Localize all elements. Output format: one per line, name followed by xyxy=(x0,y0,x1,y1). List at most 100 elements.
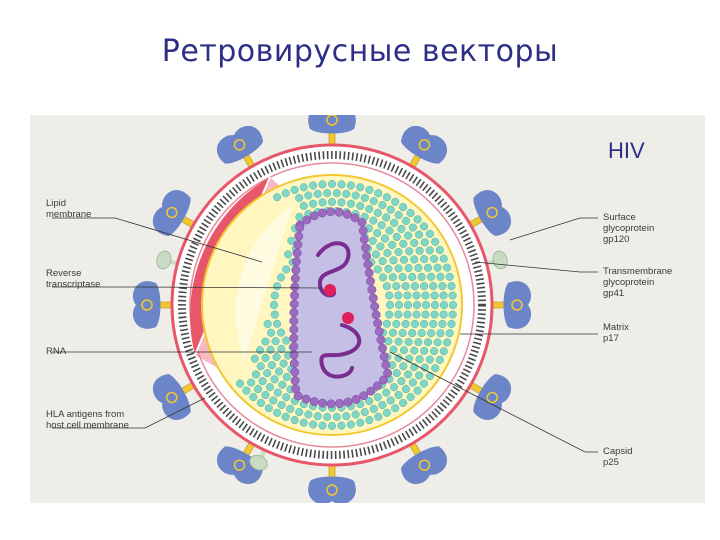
matrix-bead xyxy=(394,264,403,273)
gp120-head xyxy=(217,446,264,485)
matrix-bead xyxy=(365,416,374,425)
matrix-bead xyxy=(421,291,430,300)
matrix-bead xyxy=(399,255,409,264)
matrix-bead xyxy=(318,198,327,207)
matrix-bead xyxy=(439,291,448,300)
matrix-bead xyxy=(255,346,265,355)
capsid-bead xyxy=(301,394,311,404)
matrix-bead xyxy=(313,412,322,421)
matrix-bead xyxy=(412,310,421,319)
matrix-bead xyxy=(394,337,403,346)
matrix-bead xyxy=(276,273,286,282)
matrix-bead xyxy=(413,386,422,395)
matrix-bead xyxy=(405,247,414,256)
matrix-bead xyxy=(299,183,308,192)
capsid-bead xyxy=(351,394,361,404)
matrix-bead xyxy=(346,181,355,190)
matrix-bead xyxy=(346,420,355,429)
matrix-bead xyxy=(399,203,408,212)
matrix-bead xyxy=(261,390,270,400)
matrix-bead xyxy=(439,347,448,356)
capsid-bead xyxy=(295,223,305,233)
matrix-bead xyxy=(406,208,415,218)
matrix-bead xyxy=(385,310,394,319)
matrix-bead xyxy=(401,319,410,328)
matrix-bead xyxy=(271,337,280,346)
matrix-bead xyxy=(263,319,272,328)
capsid-bead xyxy=(361,243,370,253)
capsid-bead xyxy=(289,359,299,368)
capsid-bead xyxy=(376,335,386,345)
matrix-bead xyxy=(408,223,417,232)
capsid-bead xyxy=(290,274,300,283)
matrix-bead xyxy=(360,408,369,417)
matrix-bead xyxy=(415,371,424,380)
matrix-bead xyxy=(431,364,440,373)
label-capsid: Capsid p25 xyxy=(603,446,633,468)
glycan-loop xyxy=(418,459,431,471)
matrix-bead xyxy=(273,388,282,397)
matrix-bead xyxy=(282,336,291,345)
label-reverse-transcriptase: Reverse transcriptase xyxy=(46,268,101,290)
matrix-bead xyxy=(323,189,332,198)
gp120-head xyxy=(152,373,191,420)
glycan-loop xyxy=(326,484,338,496)
matrix-bead xyxy=(281,412,290,421)
matrix-bead xyxy=(258,377,267,386)
gp120-head xyxy=(217,125,264,164)
matrix-bead xyxy=(438,319,447,328)
matrix-bead xyxy=(445,272,454,281)
capsid-bead xyxy=(363,260,373,269)
matrix-bead xyxy=(414,338,423,347)
matrix-bead xyxy=(443,263,452,272)
matrix-bead xyxy=(392,319,401,328)
matrix-bead xyxy=(392,282,401,291)
matrix-bead xyxy=(430,254,439,263)
matrix-bead xyxy=(269,396,278,405)
matrix-bead xyxy=(282,265,291,274)
matrix-bead xyxy=(448,300,458,310)
matrix-bead xyxy=(443,338,452,347)
capsid-bead xyxy=(289,308,299,317)
capsid-bead xyxy=(383,368,393,378)
capsid-bead xyxy=(373,318,383,328)
matrix-bead xyxy=(401,385,411,394)
capsid-bead xyxy=(290,367,300,377)
matrix-bead xyxy=(282,393,291,402)
capsid-bead xyxy=(291,257,301,267)
matrix-bead xyxy=(290,416,299,425)
matrix-bead xyxy=(369,404,378,413)
capsid-bead xyxy=(371,310,381,320)
capsid-bead xyxy=(326,399,336,409)
capsid-bead xyxy=(289,333,299,343)
matrix-bead xyxy=(427,329,436,338)
matrix-bead xyxy=(295,408,304,417)
matrix-bead xyxy=(384,264,393,273)
matrix-bead xyxy=(423,338,433,347)
leader-lines xyxy=(52,217,598,453)
capsid-bead xyxy=(309,397,319,407)
matrix-bead xyxy=(394,247,403,257)
matrix-bead xyxy=(410,282,419,291)
matrix-bead xyxy=(365,185,374,194)
capsid-bead xyxy=(291,384,301,394)
gp120-head xyxy=(400,446,447,485)
matrix-bead xyxy=(391,404,400,413)
label-hla-antigens: HLA antigens from host cell membrane xyxy=(46,409,129,431)
capsid-bead xyxy=(381,360,391,370)
matrix-bead xyxy=(439,254,448,263)
matrix-bead xyxy=(425,246,434,255)
slide-title: Ретровирусные векторы xyxy=(161,34,559,69)
matrix-bead xyxy=(420,255,429,264)
matrix-bead xyxy=(389,256,398,265)
matrix-bead xyxy=(430,347,439,356)
matrix-bead xyxy=(332,189,341,198)
matrix-bead xyxy=(397,377,406,386)
reverse-transcriptase-2 xyxy=(342,312,354,324)
matrix-bead xyxy=(413,215,422,224)
matrix-bead xyxy=(410,346,419,355)
matrix-bead xyxy=(439,310,448,319)
matrix-bead xyxy=(420,282,429,291)
matrix-bead xyxy=(371,250,380,259)
glycan-loop xyxy=(326,115,338,126)
